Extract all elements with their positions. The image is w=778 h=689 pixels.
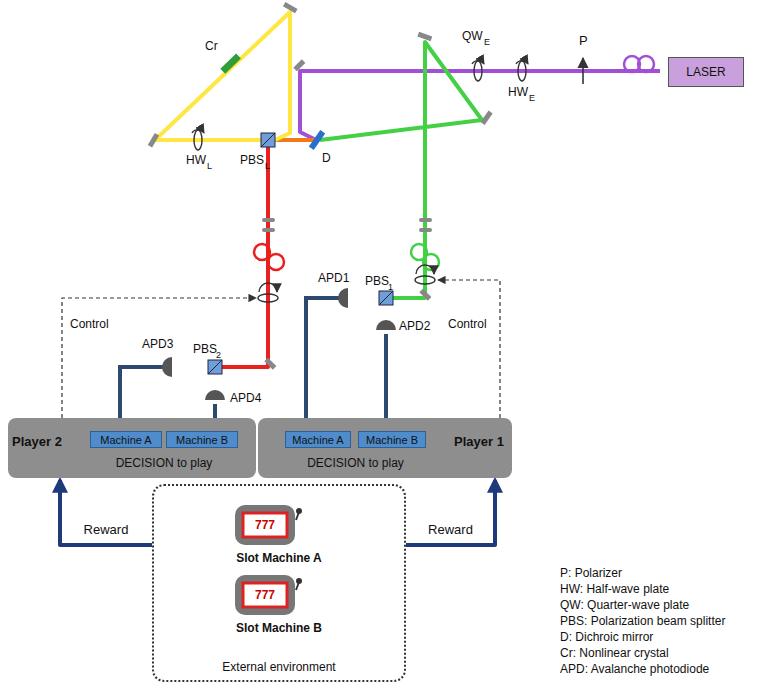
edge-label: Reward (426, 523, 475, 536)
polarizer (582, 58, 584, 84)
pump-beam (300, 71, 660, 140)
part-label: HW (508, 86, 528, 98)
legend-entry: P: Polarizer (560, 567, 622, 579)
apd (162, 288, 396, 400)
reward-arrow (406, 480, 495, 545)
apd-cable (120, 298, 386, 420)
part-label: Cr (205, 40, 218, 52)
slot-machine: Slot Machine A (184, 550, 374, 566)
node-text: Slot Machine A (236, 551, 322, 565)
part-label: PBS (365, 275, 389, 287)
part-label: E (529, 94, 535, 103)
legend-entry: PBS: Polarization beam splitter (560, 615, 725, 627)
node-text: External environment (154, 660, 404, 674)
part-label: D (322, 152, 331, 164)
node-text: DECISION to play (90, 456, 238, 470)
waveplate (192, 61, 528, 302)
machine-box: Machine B (358, 431, 426, 448)
part-label: Control (70, 318, 109, 330)
machine-box: Machine A (90, 431, 162, 448)
part-label: 777 (254, 589, 276, 601)
node-text: Machine A (100, 434, 151, 446)
edge-label: Reward (82, 523, 131, 536)
legend-entry: HW: Half-wave plate (560, 583, 669, 595)
part-label: PBS (193, 343, 217, 355)
player-panel: Player 1 DECISION to play Machine A Machine… (258, 418, 512, 478)
part-label: Control (448, 318, 487, 330)
part-label: 777 (254, 519, 276, 531)
green-beam (320, 42, 482, 298)
node-text: Machine B (366, 434, 418, 446)
part-label: E (484, 38, 490, 47)
node-text: Player 2 (12, 434, 62, 450)
node-text: Machine A (292, 434, 343, 446)
legend-entry: QW: Quarter-wave plate (560, 599, 689, 611)
node-text: Machine B (176, 434, 228, 446)
dichroic-mirror (309, 130, 325, 150)
legend-entry: Cr: Nonlinear crystal (560, 647, 669, 659)
player-panel: Player 2 DECISION to play Machine A Machine… (8, 418, 256, 478)
part-label: APD2 (399, 320, 430, 332)
yellow-beam (155, 12, 290, 140)
control-line (62, 298, 256, 418)
machine-box: Machine A (285, 431, 351, 448)
red-beam (222, 147, 268, 367)
node-text: Player 1 (454, 434, 504, 450)
part-label: P (579, 34, 588, 47)
environment-box: External environment Slot Machine A Slot M… (152, 484, 406, 682)
part-label: L (265, 162, 270, 171)
legend-entry: APD: Avalanche photodiode (560, 663, 709, 675)
reward-arrow (60, 480, 152, 545)
legend-entry: D: Dichroic mirror (560, 631, 653, 643)
node-text: DECISION to play (285, 456, 426, 470)
part-label: HW (186, 154, 206, 166)
part-label: APD4 (230, 392, 261, 404)
part-label: QW (462, 30, 483, 42)
pbs-cube (208, 133, 393, 374)
nonlinear-crystal (220, 53, 241, 73)
node-text: LASER (686, 65, 725, 79)
part-label: APD3 (142, 338, 173, 350)
part-label: L (207, 162, 212, 171)
node-text: Slot Machine B (236, 621, 322, 635)
part-label: PBS (240, 154, 264, 166)
part-label: 2 (216, 351, 221, 360)
part-label: 1 (388, 283, 393, 292)
laser-box: LASER (668, 57, 744, 87)
part-label: APD1 (318, 272, 349, 284)
mirror (148, 2, 493, 370)
slot-machine: Slot Machine B (184, 620, 374, 636)
control-line (438, 280, 500, 418)
machine-box: Machine B (166, 431, 238, 448)
